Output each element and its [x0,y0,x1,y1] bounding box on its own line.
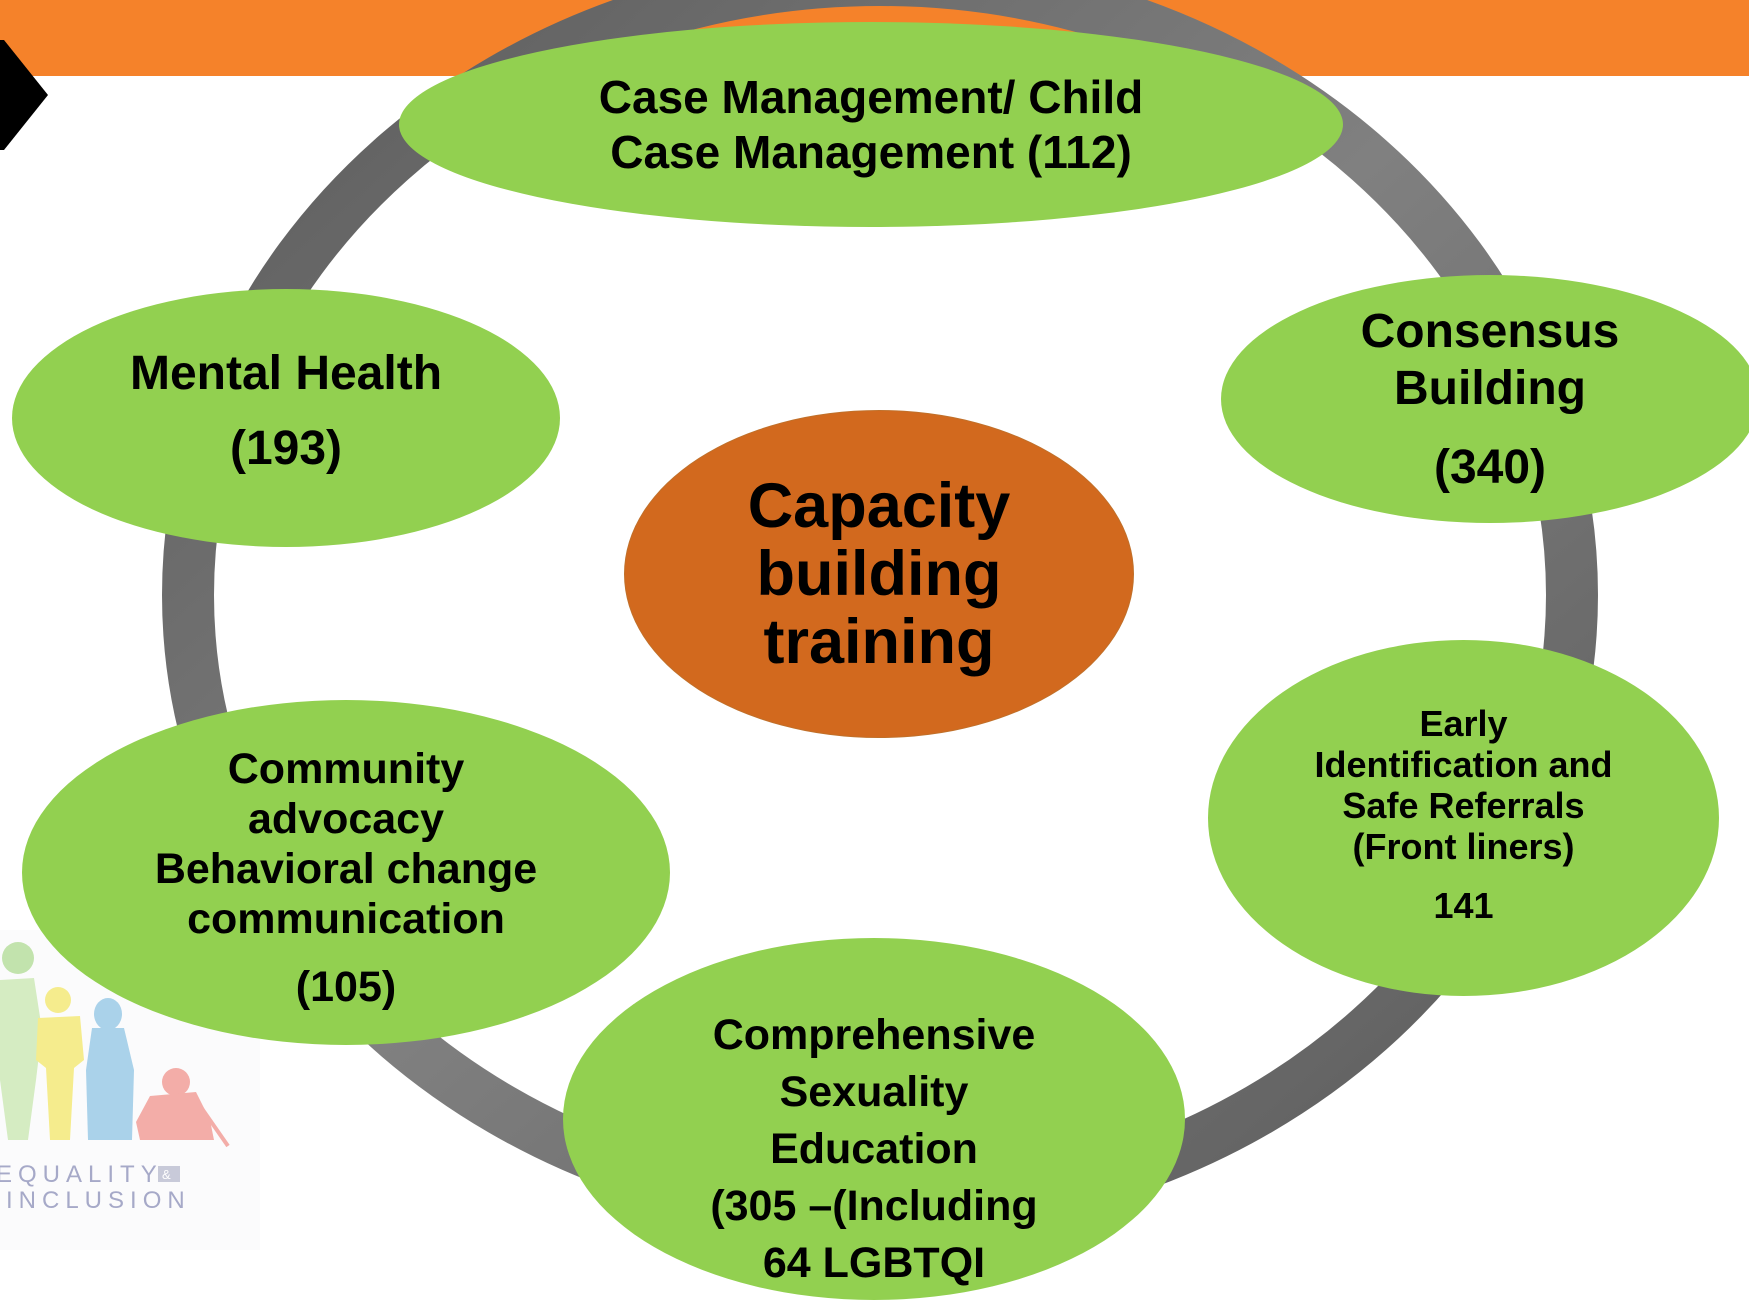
early-line-4: (Front liners) [1352,825,1575,867]
logo-text-inclusion: INCLUSION [6,1187,191,1214]
node-consensus-building: Consensus Building (340) [1221,275,1749,523]
consensus-count: (340) [1433,440,1547,494]
node-community-advocacy: Community advocacy Behavioral change com… [22,700,670,1045]
chevron-right-icon [0,40,48,150]
node-mental-health: Mental Health (193) [12,289,560,547]
early-line-2: Identification and [1314,743,1613,785]
case-management-line-2: Case Management (112) [610,125,1132,178]
center-line-1: Capacity [747,471,1011,541]
cse-line-4: (305 –(Including [710,1181,1038,1230]
community-line-2: advocacy [247,794,445,843]
community-line-4: communication [187,894,505,943]
center-line-3: training [763,607,995,677]
community-line-3: Behavioral change [154,844,538,893]
consensus-line-1: Consensus [1360,304,1620,358]
node-comprehensive-sexuality-education: Comprehensive Sexuality Education (305 –… [563,938,1185,1300]
early-line-1: Early [1419,702,1508,744]
cse-line-3: Education [770,1124,978,1173]
node-early-identification: Early Identification and Safe Referrals … [1208,640,1719,996]
cse-line-2: Sexuality [779,1067,969,1116]
center-line-2: building [756,539,1002,609]
community-line-1: Community [227,744,465,793]
early-line-3: Safe Referrals [1342,784,1585,826]
mental-health-line-1: Mental Health [129,347,443,400]
cse-line-5: 64 LGBTQI [762,1238,986,1287]
case-management-line-1: Case Management/ Child [598,70,1144,123]
logo-text-equality: EQUALITY [0,1161,163,1188]
logo-ampersand: & [162,1167,171,1182]
center-node-capacity-building: Capacity building training [624,410,1134,738]
early-count: 141 [1433,884,1494,926]
consensus-line-2: Building [1394,361,1586,415]
node-case-management: Case Management/ Child Case Management (… [399,22,1343,227]
cse-line-1: Comprehensive [712,1010,1036,1059]
mental-health-count: (193) [229,422,343,475]
community-count: (105) [295,962,397,1011]
